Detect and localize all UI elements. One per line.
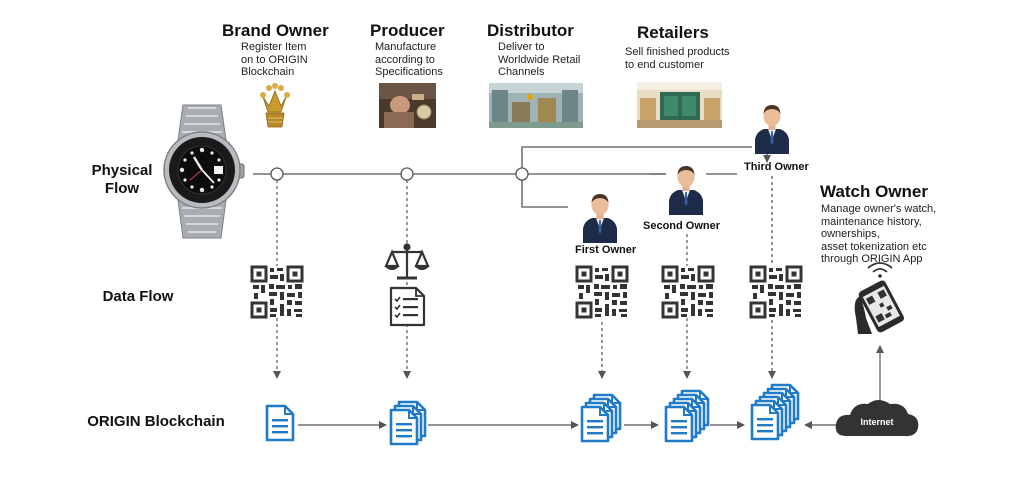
distributor-desc: Deliver to Worldwide Retail Channels — [498, 41, 581, 78]
brand-owner-title: Brand Owner — [222, 21, 329, 40]
qr-code-icon — [660, 264, 716, 320]
qr-code-icon — [249, 264, 305, 320]
blockchain-doc-stack-3 — [580, 393, 622, 443]
blockchain-doc-stack-5 — [750, 383, 800, 441]
blockchain-doc-stack-1 — [265, 404, 295, 442]
blockchain-label: ORIGIN Blockchain — [87, 413, 225, 430]
blockchain-doc-stack-4 — [664, 389, 710, 443]
branch-to-first-owner — [521, 174, 568, 208]
crown-icon — [260, 83, 290, 128]
scales-icon — [384, 243, 430, 280]
document-icon — [750, 403, 780, 441]
cloud-icon — [835, 400, 919, 437]
phone-icon — [854, 262, 904, 334]
junction-producer — [400, 167, 414, 181]
physical-flow-label: Physical Flow — [91, 162, 153, 197]
junction-distributor — [515, 167, 529, 181]
producer-desc: Manufacture according to Specifications — [375, 41, 443, 78]
document-icon — [265, 404, 295, 442]
document-icon — [664, 405, 694, 443]
retailers-photo — [637, 82, 722, 128]
second-owner-label: Second Owner — [643, 220, 721, 232]
document-icon — [389, 408, 419, 446]
distributor-title: Distributor — [487, 21, 574, 40]
blockchain-doc-stack-2 — [389, 400, 427, 446]
third-owner-label: Third Owner — [744, 161, 809, 173]
internet-label: Internet — [860, 417, 894, 427]
second-owner-person-icon — [666, 157, 706, 215]
watch-owner-desc: Manage owner's watch, maintenance histor… — [821, 203, 937, 265]
junction-brand-owner — [270, 167, 284, 181]
brand-owner-desc: Register Item on to ORIGIN Blockchain — [241, 41, 308, 78]
distributor-photo — [489, 83, 583, 128]
watch-owner-title: Watch Owner — [820, 182, 928, 201]
watch-icon — [163, 104, 245, 239]
third-owner-person-icon — [752, 96, 792, 154]
producer-title: Producer — [370, 21, 445, 40]
retailers-title: Retailers — [637, 23, 709, 42]
document-icon — [580, 405, 610, 443]
branch-to-third-owner — [521, 146, 771, 174]
first-owner-person-icon — [580, 185, 620, 243]
data-flow-label: Data Flow — [102, 288, 174, 305]
retailers-desc: Sell finished products to end customer — [625, 46, 730, 71]
qr-code-icon — [574, 264, 630, 320]
first-owner-label: First Owner — [575, 244, 637, 256]
qr-code-icon — [748, 264, 804, 320]
checklist-icon — [389, 286, 426, 327]
producer-photo — [379, 83, 436, 128]
